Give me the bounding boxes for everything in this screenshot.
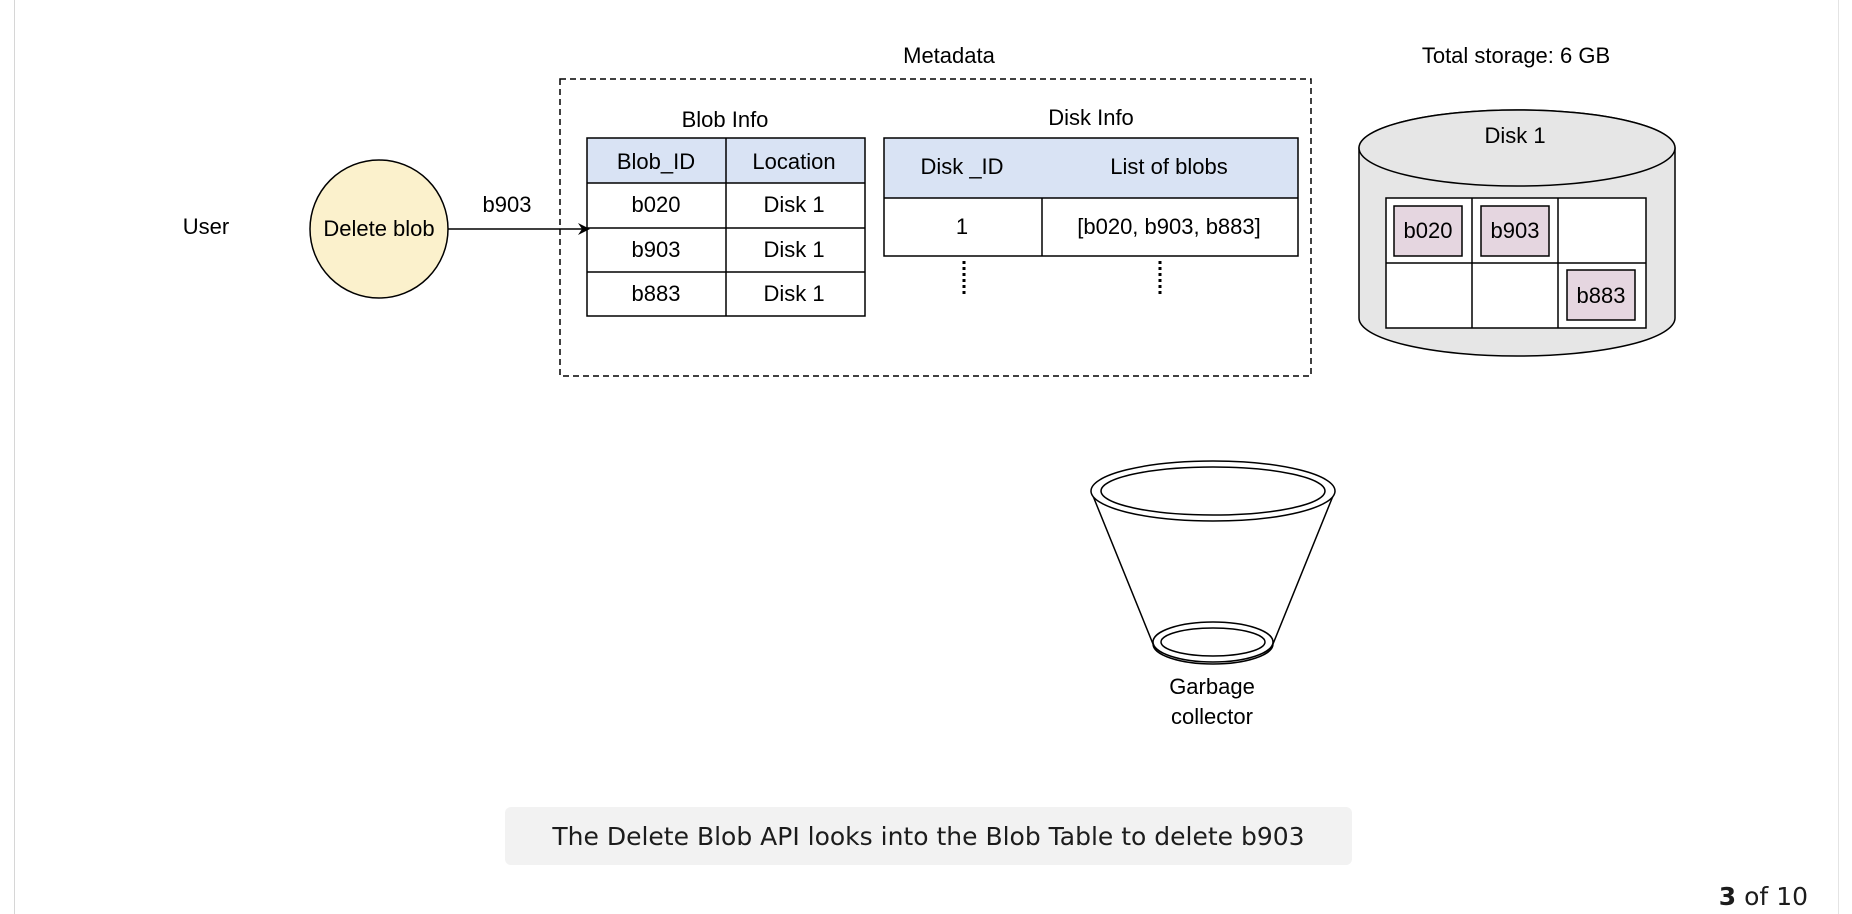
bin-rim-inner [1100, 466, 1326, 516]
garbage-collector-label-line1: Garbage [1169, 674, 1255, 699]
bin-rim-outer [1090, 460, 1336, 522]
metadata-title: Metadata [903, 43, 995, 68]
bin-body [1090, 490, 1336, 665]
disk-info-cell: 1 [956, 214, 968, 239]
disk-info-title: Disk Info [1048, 105, 1134, 130]
blob-block-b903 [1480, 205, 1550, 257]
disk-cylinder: Disk 1 b020 b903 b883 [1358, 109, 1676, 357]
blob-info-header-id: Blob_ID [617, 149, 695, 174]
pager-total: 10 [1776, 882, 1808, 911]
garbage-collector-icon [1090, 460, 1336, 665]
delete-blob-label: Delete blob [323, 216, 434, 241]
user-label: User [183, 214, 229, 239]
pager-current: 3 [1718, 882, 1737, 911]
disk-info-table: Disk Info Disk _ID List of blobs 1 [b020… [883, 105, 1299, 297]
blob-info-cell: Disk 1 [763, 281, 824, 306]
blob-info-cell: Disk 1 [763, 237, 824, 262]
pager-separator: of [1744, 882, 1769, 911]
arrow-label: b903 [483, 192, 532, 217]
blob-block-label: b903 [1491, 218, 1540, 243]
bin-base-outer [1152, 621, 1274, 663]
disk-top [1358, 109, 1676, 187]
disk-label: Disk 1 [1484, 123, 1545, 148]
metadata-container [559, 78, 1312, 377]
blob-info-title: Blob Info [682, 107, 769, 132]
blob-info-cell: b903 [632, 237, 681, 262]
disk-info-border [883, 137, 1299, 257]
slide-pager: 3 of 10 [1719, 882, 1808, 911]
blob-info-header-location: Location [752, 149, 835, 174]
blob-block-label: b883 [1577, 283, 1626, 308]
blob-block-b883 [1566, 269, 1636, 321]
blob-block-b020 [1393, 205, 1463, 257]
total-storage-label: Total storage: 6 GB [1422, 43, 1610, 68]
disk-info-header-id: Disk _ID [920, 154, 1003, 179]
disk-info-cell: [b020, b903, b883] [1077, 214, 1261, 239]
slide-left-border [14, 0, 15, 914]
blob-info-cell: b020 [632, 192, 681, 217]
step-caption-text: The Delete Blob API looks into the Blob … [552, 821, 1305, 851]
bin-base-inner [1160, 627, 1266, 657]
blob-info-cell: b883 [632, 281, 681, 306]
blob-block-label: b020 [1404, 218, 1453, 243]
delete-blob-node: Delete blob [309, 159, 449, 299]
disk-info-header-row [884, 138, 1298, 198]
garbage-collector-label-line2: collector [1171, 704, 1253, 729]
disk-info-header-blobs: List of blobs [1110, 154, 1227, 179]
blob-info-table: Blob Info Blob_ID Location b020 Disk 1 b… [586, 107, 866, 317]
slide-right-border [1838, 0, 1839, 914]
blob-info-cell: Disk 1 [763, 192, 824, 217]
step-caption: The Delete Blob API looks into the Blob … [505, 807, 1352, 865]
